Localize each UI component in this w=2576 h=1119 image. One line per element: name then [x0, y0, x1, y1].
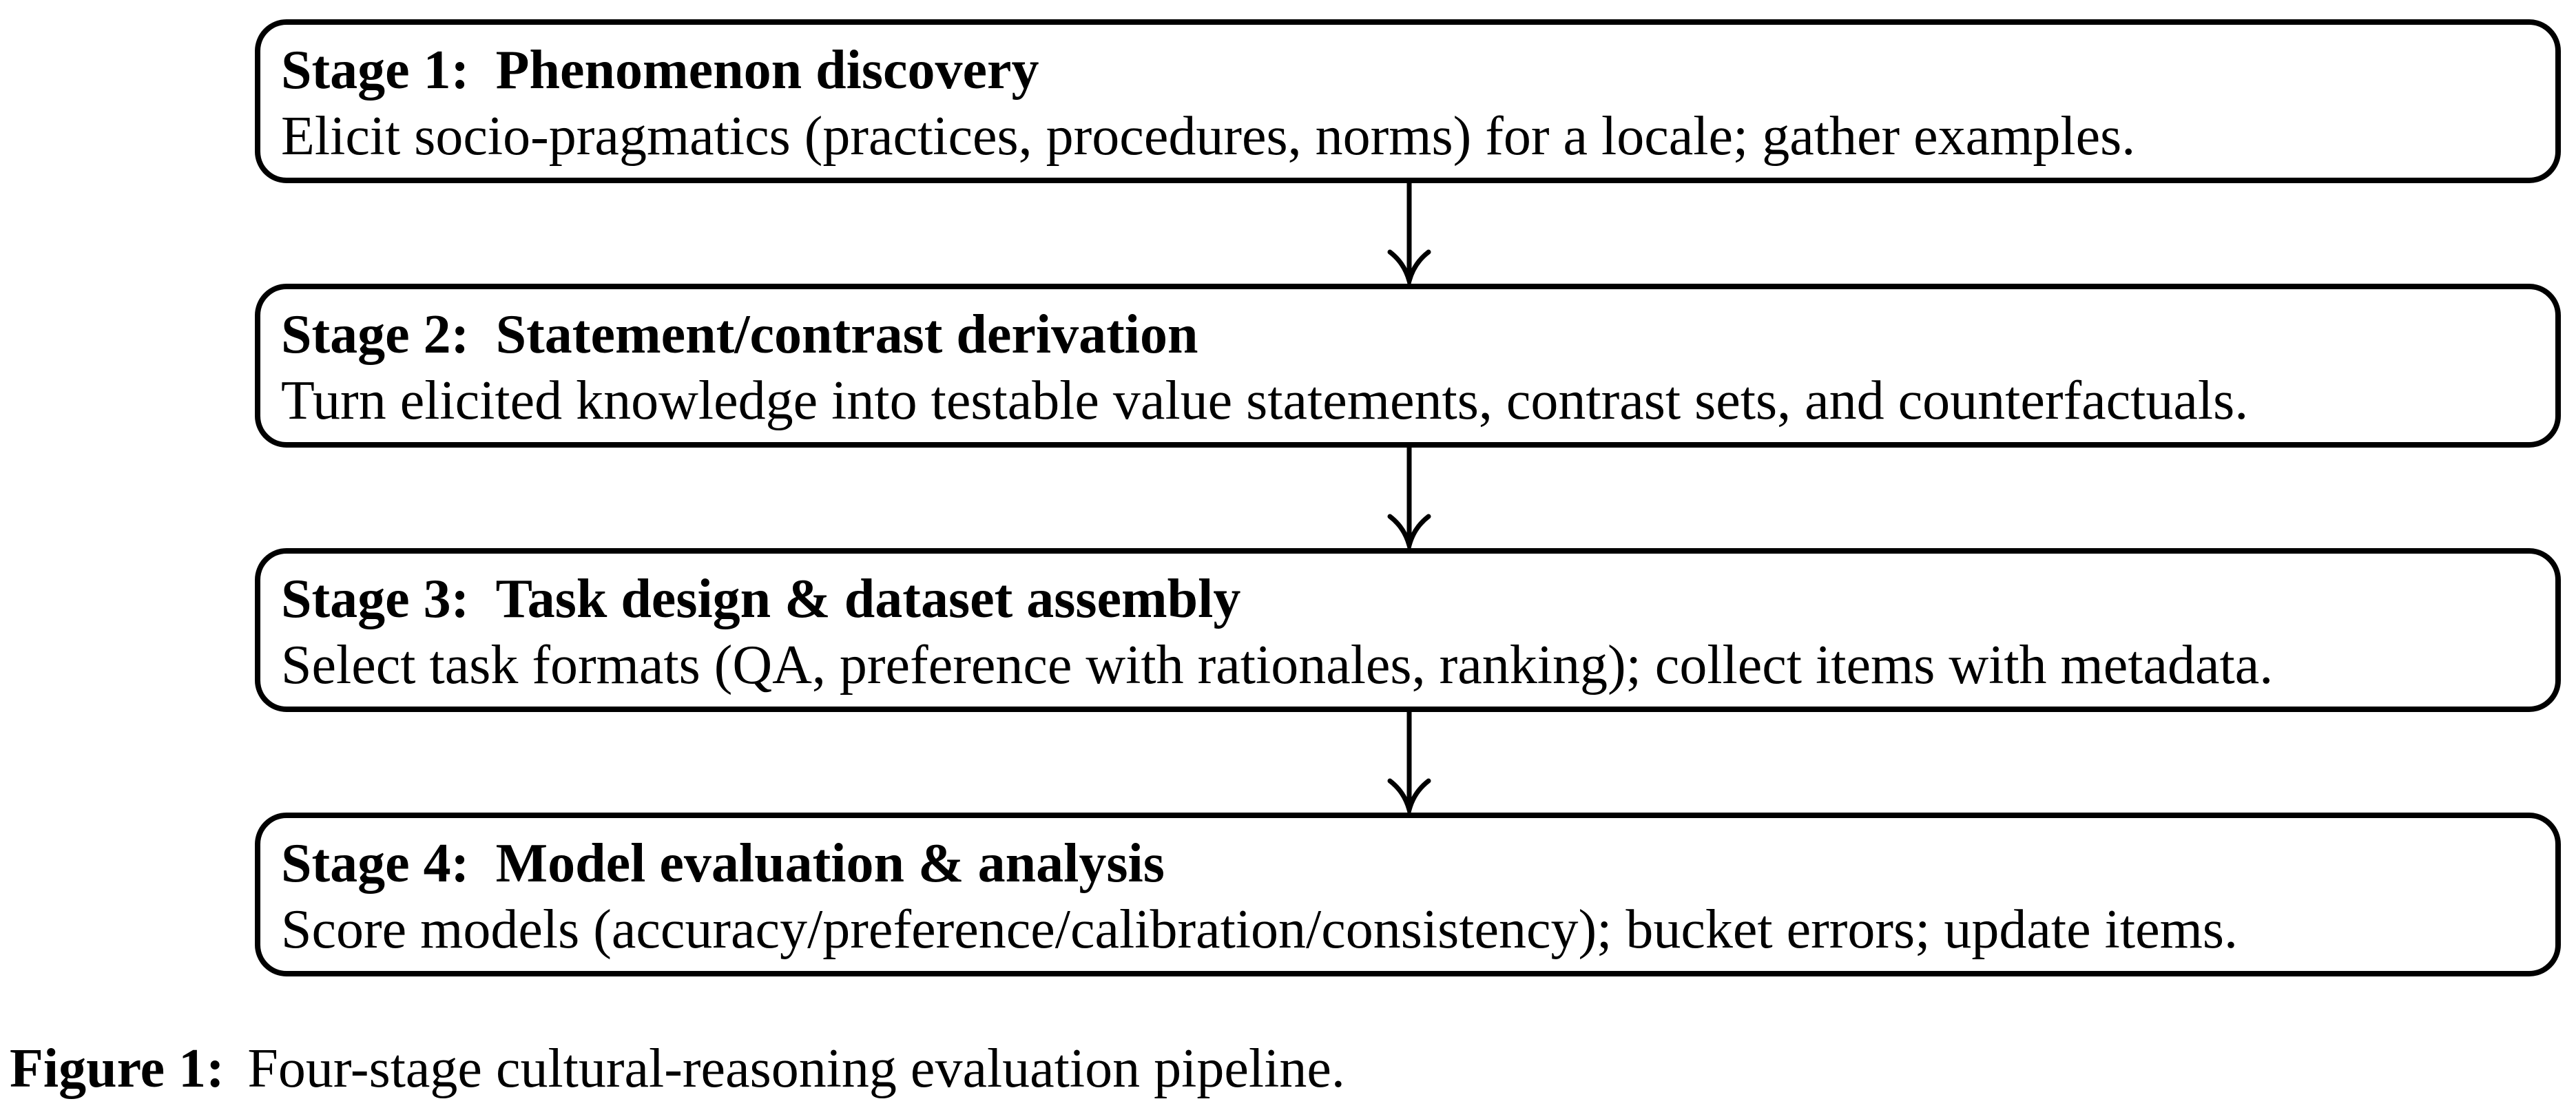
stage-4-label: Stage 4: [281, 833, 470, 894]
flow-arrow-down-1 [1387, 182, 1431, 284]
stage-4-description: Score models (accuracy/preference/calibr… [281, 899, 2238, 960]
stage-4-name: Model evaluation & analysis [495, 833, 1165, 894]
stage-1-title: Stage 1: Phenomenon discovery [281, 37, 2542, 103]
stage-2-box: Stage 2: Statement/contrast derivation Tu… [255, 284, 2561, 448]
stage-2-name: Statement/contrast derivation [495, 304, 1198, 365]
stage-2-label: Stage 2: [281, 304, 470, 365]
stage-2-description: Turn elicited knowledge into testable va… [281, 370, 2249, 431]
stage-3-box: Stage 3: Task design & dataset assembly S… [255, 548, 2561, 712]
stage-2-title: Stage 2: Statement/contrast derivation [281, 302, 2542, 368]
figure-caption: Figure 1: Four-stage cultural-reasoning e… [10, 1034, 1345, 1103]
stage-3-description: Select task formats (QA, preference with… [281, 635, 2274, 696]
flow-arrow-down-2 [1387, 446, 1431, 548]
stage-3-title: Stage 3: Task design & dataset assembly [281, 566, 2542, 632]
figure-caption-label: Figure 1: [10, 1038, 225, 1099]
stage-1-description: Elicit socio-pragmatics (practices, proc… [281, 106, 2136, 167]
stage-3-label: Stage 3: [281, 569, 470, 629]
stage-4-box: Stage 4: Model evaluation & analysis Scor… [255, 813, 2561, 976]
stage-1-box: Stage 1: Phenomenon discovery Elicit soci… [255, 19, 2561, 183]
stage-4-title: Stage 4: Model evaluation & analysis [281, 830, 2542, 897]
stage-1-label: Stage 1: [281, 40, 470, 101]
figure-caption-text: Four-stage cultural-reasoning evaluation… [247, 1038, 1345, 1099]
stage-3-name: Task design & dataset assembly [495, 569, 1241, 629]
stage-1-name: Phenomenon discovery [495, 40, 1039, 101]
flow-arrow-down-3 [1387, 711, 1431, 813]
